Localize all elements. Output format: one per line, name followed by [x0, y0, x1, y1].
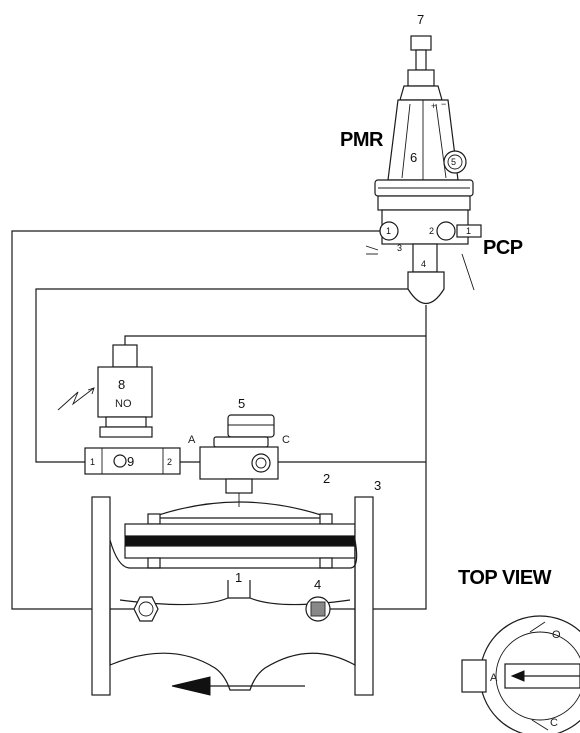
solenoid-port-2: 2 [167, 457, 172, 467]
tube-pcp-to-inlet [11, 230, 380, 610]
pilot-port-5: 5 [451, 157, 456, 167]
diaphragm-band [124, 535, 356, 547]
solenoid-manual-knob [113, 454, 127, 468]
pilot-gauge-port [443, 150, 467, 174]
pcp-port-4: 4 [421, 259, 426, 269]
callout-5: 5 [238, 396, 245, 411]
pcp-port-2 [436, 221, 456, 241]
pilot-bowl [407, 271, 445, 305]
top-view-mark-c: C [550, 717, 558, 729]
end-flange-right [354, 496, 374, 696]
pressure-pilot: + − 5 1 2 1 3 4 [365, 35, 482, 305]
selector-knob-base [213, 436, 269, 448]
solenoid-top [112, 344, 138, 368]
pilot-adjust-cap [410, 35, 432, 51]
svg-text:1: 1 [466, 226, 471, 236]
electric-signal-icon [57, 387, 95, 411]
callout-7: 7 [417, 12, 424, 27]
selector-mark-c: C [282, 434, 290, 446]
body-bolt-right [319, 557, 333, 569]
top-view-inset: A O C [461, 615, 580, 733]
callout-1: 1 [235, 570, 242, 585]
top-view-port-a [461, 659, 487, 693]
pilot-diaphragm-lower [377, 195, 471, 211]
main-valve-bonnet [149, 501, 331, 519]
callout-2: 2 [323, 471, 330, 486]
selector-handle [227, 414, 275, 438]
pilot-lock-nut [407, 69, 435, 87]
solenoid-body [84, 447, 181, 475]
callout-8: 8 [118, 377, 125, 392]
pilot-adjust-stem [415, 49, 427, 71]
solenoid-no-mark: NO [115, 398, 132, 410]
solenoid-coil [97, 366, 153, 418]
top-view-mark-a: A [490, 672, 498, 684]
main-valve [91, 493, 374, 696]
selector-lower-fitting [225, 478, 253, 494]
selector-port-c [251, 453, 271, 473]
tube-pilot-to-outlet [318, 305, 427, 610]
cover-bolt-left [147, 513, 161, 525]
pcp-fitting [456, 224, 482, 238]
label-top-view: TOP VIEW [458, 567, 552, 589]
callout-6: 6 [410, 150, 417, 165]
solenoid-nut [99, 426, 153, 438]
pilot-plus-mark: + [431, 101, 436, 111]
solenoid-valve: 8 NO 1 2 9 [57, 344, 181, 475]
cover-bolt-right [319, 513, 333, 525]
top-view-pointer-head [510, 670, 525, 682]
pilot-lower-stem [412, 243, 438, 273]
top-view-mark-o: O [552, 629, 561, 641]
solenoid-port-1: 1 [90, 457, 95, 467]
flow-arrow-head [171, 676, 211, 696]
labels: PMR PCP TOP VIEW 7 6 5 2 3 1 4 [235, 12, 552, 592]
cover-flange [124, 523, 356, 537]
svg-text:1: 1 [386, 226, 391, 236]
pilot-bonnet-top [399, 85, 443, 101]
body-bolt-left [147, 557, 161, 569]
control-tubing [11, 230, 427, 610]
callout-9: 9 [127, 454, 134, 469]
main-body-top [109, 539, 358, 569]
callout-3: 3 [374, 478, 381, 493]
body-flange [124, 545, 356, 559]
main-body-lower [109, 545, 356, 691]
selector-mark-a: A [188, 434, 196, 446]
pilot-minus-mark: − [441, 99, 446, 109]
tube-solenoid-to-riser [124, 335, 426, 345]
pcp-port-1 [379, 221, 399, 241]
main-body-partition [227, 580, 251, 598]
label-pcp: PCP [483, 237, 523, 259]
svg-text:2: 2 [429, 226, 434, 236]
label-pmr: PMR [340, 129, 384, 151]
end-flange-left [91, 496, 111, 696]
callout-4: 4 [314, 577, 321, 592]
inlet-hex-plug [133, 596, 159, 622]
pcp-port-3: 3 [397, 243, 402, 253]
solenoid-collar [105, 416, 147, 428]
selector-valve: A C [188, 414, 290, 494]
tube-pilot-to-solenoid [35, 288, 408, 463]
